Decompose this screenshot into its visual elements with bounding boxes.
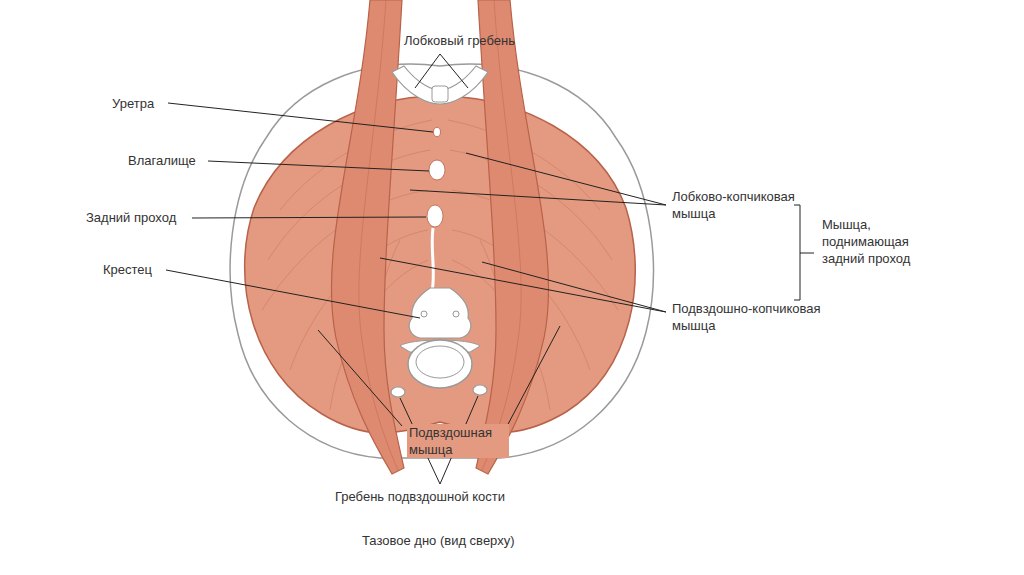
part-label: Гребень подвздошной кости xyxy=(335,488,505,505)
leader-lines-part xyxy=(166,270,420,318)
pubic-bone xyxy=(392,66,488,104)
anococcygeal-ligament xyxy=(432,228,433,292)
part-label: Задний проход xyxy=(86,209,176,226)
pelvic-bone xyxy=(230,64,653,458)
part-label: Уретра xyxy=(112,95,154,112)
muscle-fibres xyxy=(262,120,618,410)
vertebral-body-inner xyxy=(416,346,464,378)
sacrum-bone xyxy=(409,288,471,338)
leader-lines-part xyxy=(208,161,429,171)
urethra-opening xyxy=(434,128,441,137)
part-label: Лобковый гребень xyxy=(404,32,515,49)
leader-lines-part xyxy=(415,54,440,88)
vagina-opening xyxy=(429,160,445,180)
leader-lines-part xyxy=(380,258,666,312)
strip-fibres xyxy=(359,0,521,470)
anus-opening xyxy=(427,205,443,227)
bracket xyxy=(794,205,814,300)
leader-lines-part xyxy=(466,153,666,205)
figure-caption: Тазовое дно (вид сверху) xyxy=(362,532,515,549)
part-label: Лобково-копчиковая мышца xyxy=(672,188,822,222)
part-label: Подвздошная мышца xyxy=(407,424,509,458)
leader-lines-part xyxy=(506,326,560,428)
leader-lines-part xyxy=(482,262,666,312)
sacral-foramen xyxy=(421,311,427,317)
leader-lines-part xyxy=(410,190,666,205)
strip-fibres-part xyxy=(482,0,521,470)
pubic-symphysis xyxy=(432,86,448,102)
vertebral-body xyxy=(408,340,472,388)
leader-lines-part xyxy=(318,330,402,426)
part-label: Влагалище xyxy=(128,152,196,169)
part-label: Мышца, поднимающая задний проход xyxy=(822,216,914,267)
leader-lines xyxy=(166,54,666,484)
leader-lines-part xyxy=(440,54,468,88)
ischial-spine xyxy=(391,387,405,397)
leader-lines-part xyxy=(192,217,426,218)
levator-ani-muscle xyxy=(245,96,636,433)
leader-lines-part xyxy=(168,103,433,132)
ischial-spine xyxy=(473,385,487,395)
sacral-foramen xyxy=(453,311,459,317)
part-label: Крестец xyxy=(103,261,152,278)
part-label: Подвздошно-копчиковая мышца xyxy=(672,300,832,334)
